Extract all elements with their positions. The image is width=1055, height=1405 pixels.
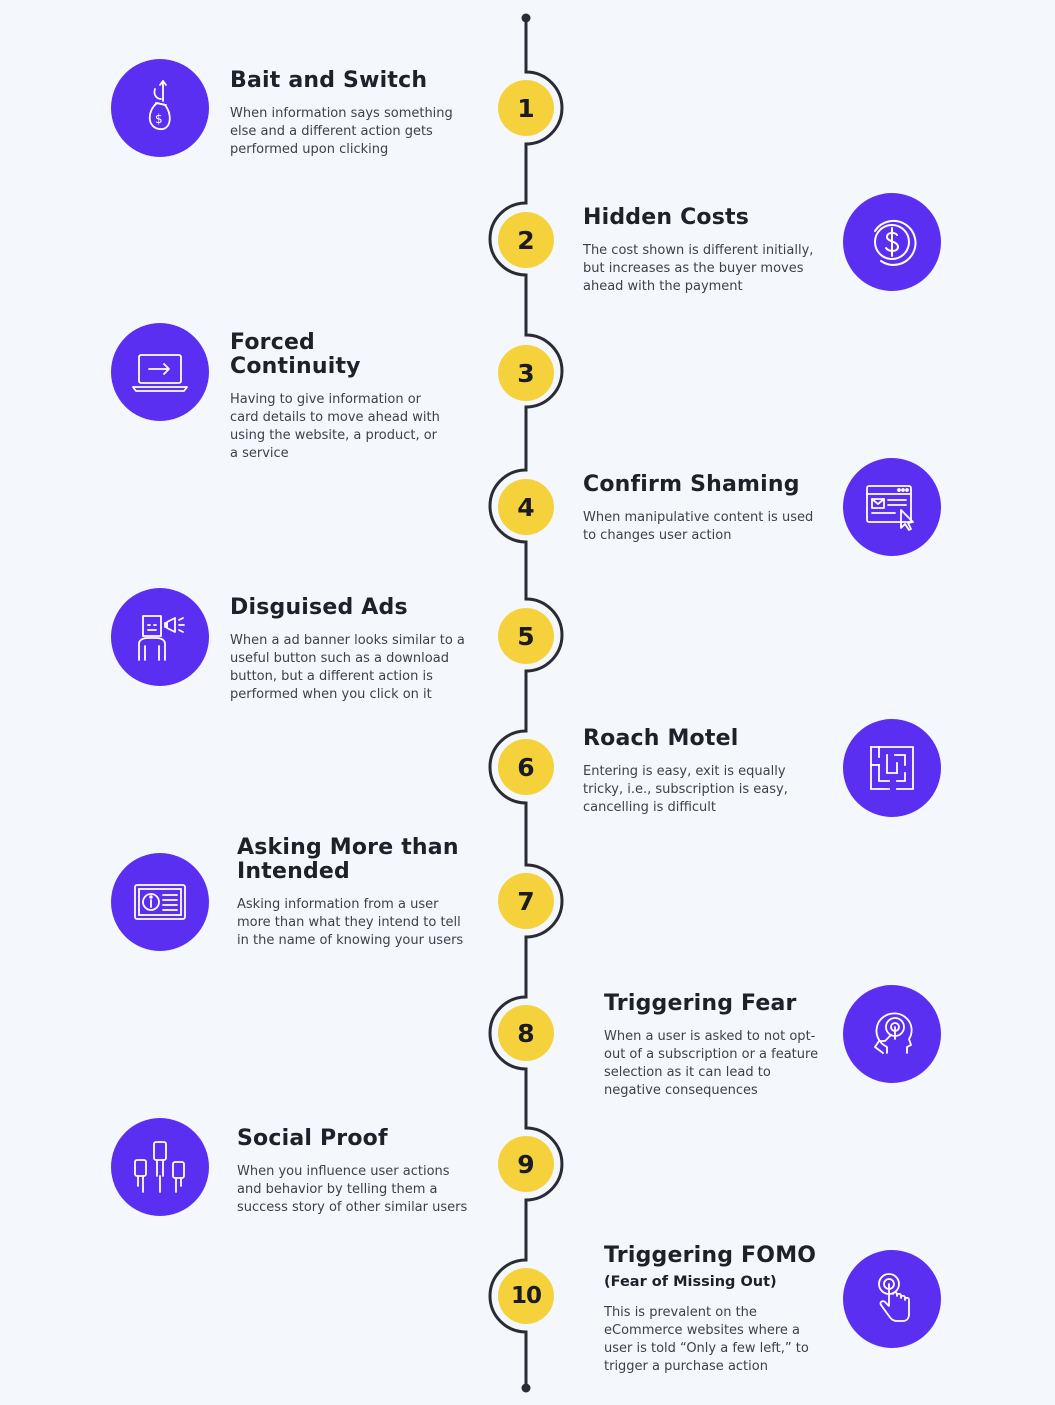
item-title: Bait and Switch <box>230 68 428 93</box>
item-description: When a ad banner looks similar to a usef… <box>230 633 465 702</box>
step-1-icon-badge: $ <box>111 59 209 157</box>
step-number-2: 2 <box>498 212 554 268</box>
laptop-arrow-icon <box>132 354 188 392</box>
step-9-icon-badge <box>111 1118 209 1216</box>
timeline-item-6: Roach Motel Entering is easy, exit is eq… <box>583 727 798 817</box>
step-4-icon-badge <box>843 458 941 556</box>
timeline-item-1: Bait and Switch When information says so… <box>230 69 470 159</box>
step-number-7: 7 <box>498 873 554 929</box>
step-10-icon-badge <box>843 1250 941 1348</box>
browser-window-cursor-icon <box>866 485 914 531</box>
step-number-6: 6 <box>498 739 554 795</box>
item-title: Roach Motel <box>583 726 739 751</box>
step-3-icon-badge <box>111 323 209 421</box>
item-title: Triggering Fear <box>604 991 797 1016</box>
step-5-icon-badge <box>111 588 209 686</box>
id-card-info-icon <box>134 884 186 920</box>
timeline-item-5: Disguised Ads When a ad banner looks sim… <box>230 596 470 704</box>
item-description: Having to give information or card detai… <box>230 392 440 461</box>
timeline-item-9: Social Proof When you influence user act… <box>237 1127 472 1217</box>
step-number-3: 3 <box>498 345 554 401</box>
head-touch-icon <box>874 1012 913 1054</box>
dollar-coin-icon <box>874 219 917 266</box>
step-6-icon-badge <box>843 719 941 817</box>
item-title: Confirm Shaming <box>583 472 800 497</box>
timeline-item-3: Forced Continuity Having to give informa… <box>230 331 445 463</box>
step-number-8: 8 <box>498 1005 554 1061</box>
timeline-item-10: Triggering FOMO (Fear of Missing Out) Th… <box>604 1244 819 1376</box>
timeline-item-7: Asking More than Intended Asking informa… <box>237 836 467 950</box>
item-title: Hidden Costs <box>583 205 750 230</box>
timeline-end-dot <box>521 1383 531 1393</box>
item-description: When you influence user actions and beha… <box>237 1164 468 1215</box>
item-subtitle: (Fear of Missing Out) <box>604 1274 777 1290</box>
masked-person-megaphone-icon <box>138 615 185 661</box>
item-description: Asking information from a user more than… <box>237 897 464 948</box>
item-description: When a user is asked to not opt-out of a… <box>604 1029 819 1098</box>
step-8-icon-badge <box>843 985 941 1083</box>
timeline-start-dot <box>521 13 531 23</box>
timeline-item-4: Confirm Shaming When manipulative conten… <box>583 473 828 545</box>
step-number-4: 4 <box>498 479 554 535</box>
item-description: Entering is easy, exit is equally tricky… <box>583 764 788 815</box>
timeline-item-8: Triggering Fear When a user is asked to … <box>604 992 819 1100</box>
hands-phones-icon <box>134 1141 185 1193</box>
step-7-icon-badge <box>111 853 209 951</box>
step-2-icon-badge <box>843 193 941 291</box>
maze-icon <box>870 746 914 790</box>
money-bag-hook-icon: $ <box>148 80 171 130</box>
item-description: When manipulative content is used to cha… <box>583 510 814 543</box>
item-title: Forced Continuity <box>230 330 361 379</box>
item-description: The cost shown is different initially, b… <box>583 243 814 294</box>
item-title: Triggering FOMO <box>604 1243 817 1268</box>
svg-text:$: $ <box>155 112 163 126</box>
step-number-1: 1 <box>498 80 554 136</box>
item-title: Asking More than Intended <box>237 835 459 884</box>
timeline-item-2: Hidden Costs The cost shown is different… <box>583 206 828 296</box>
step-number-9: 9 <box>498 1136 554 1192</box>
item-title: Disguised Ads <box>230 595 408 620</box>
item-title: Social Proof <box>237 1126 388 1151</box>
item-description: When information says something else and… <box>230 106 453 157</box>
step-number-5: 5 <box>498 608 554 664</box>
item-description: This is prevalent on the eCommerce websi… <box>604 1305 809 1374</box>
step-number-10: 10 <box>498 1268 554 1324</box>
finger-tap-icon <box>878 1273 910 1322</box>
